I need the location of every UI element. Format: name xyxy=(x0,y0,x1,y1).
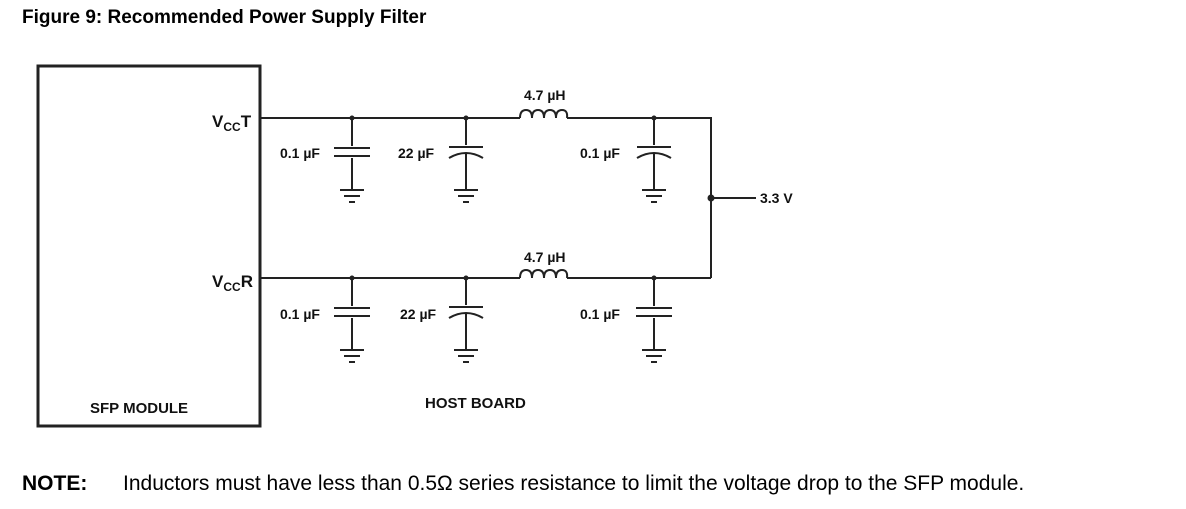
host-board-label: HOST BOARD xyxy=(425,395,526,412)
top-c2-label: 22 µF xyxy=(398,145,435,161)
top-rail-wire xyxy=(260,117,756,278)
top-capacitor-1 xyxy=(334,118,370,203)
bottom-c3-label: 0.1 µF xyxy=(580,306,620,322)
note-label: NOTE: xyxy=(22,472,88,495)
top-capacitor-2 xyxy=(448,118,484,203)
top-capacitor-3 xyxy=(636,118,672,203)
footnote: NOTE: Inductors must have less than 0.5Ω … xyxy=(22,472,1024,496)
junction-bottom-c1 xyxy=(349,275,355,281)
junction-top-c2 xyxy=(463,115,469,121)
pin-label-vcct: VCCT xyxy=(212,112,252,134)
junction-bottom-c3 xyxy=(651,275,657,281)
bottom-capacitor-1 xyxy=(334,278,370,363)
top-c3-label: 0.1 µF xyxy=(580,145,620,161)
sfp-module-label: SFP MODULE xyxy=(90,400,188,417)
bottom-capacitor-2 xyxy=(448,278,484,363)
junction-top-c3 xyxy=(651,115,657,121)
junction-bottom-c2 xyxy=(463,275,469,281)
supply-voltage-label: 3.3 V xyxy=(760,190,793,206)
bottom-c1-label: 0.1 µF xyxy=(280,306,320,322)
bottom-inductor-label: 4.7 µH xyxy=(524,249,566,265)
top-inductor-label: 4.7 µH xyxy=(524,87,566,103)
bottom-c2-label: 22 µF xyxy=(400,306,437,322)
bottom-inductor xyxy=(519,268,569,279)
note-text: Inductors must have less than 0.5Ω serie… xyxy=(123,472,1025,495)
junction-supply xyxy=(707,194,715,202)
sfp-module-box xyxy=(36,64,262,428)
pin-label-vccr: VCCR xyxy=(212,272,253,294)
bottom-capacitor-3 xyxy=(636,278,672,363)
junction-top-c1 xyxy=(349,115,355,121)
figure-title: Figure 9: Recommended Power Supply Filte… xyxy=(22,7,427,28)
top-inductor xyxy=(519,108,569,119)
top-c1-label: 0.1 µF xyxy=(280,145,320,161)
